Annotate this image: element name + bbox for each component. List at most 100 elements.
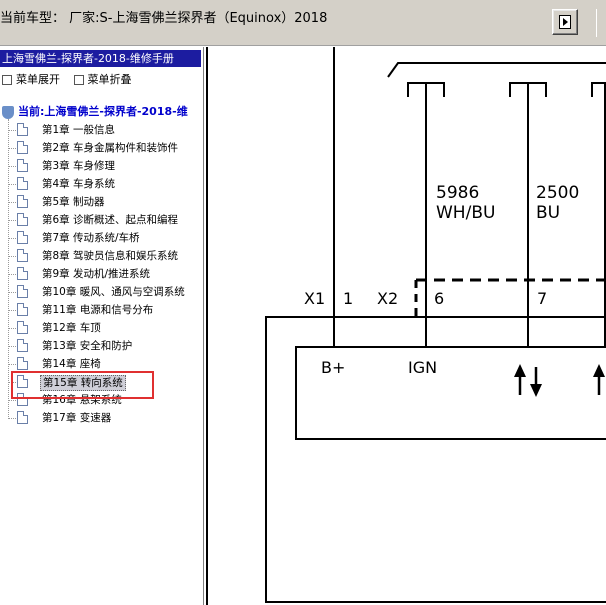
tree-branch-line	[8, 382, 16, 383]
tree-item-chapter-16[interactable]: 第16章 悬架系统	[8, 391, 204, 409]
tree-item-chapter-6[interactable]: 第6章 诊断概述、起点和编程	[8, 211, 204, 229]
document-icon	[17, 303, 28, 316]
document-icon	[17, 177, 28, 190]
connector-bracket-3	[591, 82, 606, 97]
document-icon	[17, 267, 28, 280]
menu-expand-button[interactable]: 菜单展开	[0, 71, 60, 87]
tree-item-chapter-11[interactable]: 第11章 电源和信号分布	[8, 301, 204, 319]
tree-branch-line	[8, 238, 16, 239]
tree-item-chapter-13[interactable]: 第13章 安全和防护	[8, 337, 204, 355]
document-icon	[17, 213, 28, 226]
wire-5986-label: 5986 WH/BU	[436, 183, 495, 223]
wire-2500-label: 2500 BU	[536, 183, 579, 223]
wiring-diagram: 5986 WH/BU 2500 BU X1 1 X2 6 7 B+ IGN	[206, 47, 606, 605]
document-icon	[17, 339, 28, 352]
connector-x2-label: X2	[377, 289, 399, 308]
bookmark-button[interactable]	[552, 9, 578, 35]
expand-icon	[2, 75, 12, 85]
module-inner-box	[295, 346, 606, 440]
tree-item-chapter-15[interactable]: 第15章 转向系统	[8, 373, 204, 391]
tree-item-chapter-2[interactable]: 第2章 车身金属构件和装饰件	[8, 139, 204, 157]
scrollbar-nub[interactable]	[596, 9, 606, 37]
document-icon	[17, 123, 28, 136]
vehicle-title: 当前车型： 厂家:S-上海雪佛兰探界者（Equinox）2018	[0, 11, 328, 26]
bidirectional-arrow-icon	[514, 364, 542, 397]
tree-branch-line	[8, 130, 16, 131]
tree-item-chapter-8[interactable]: 第8章 驾驶员信息和娱乐系统	[8, 247, 204, 265]
tree-item-label: 第9章 发动机/推进系统	[42, 268, 151, 280]
wire-2500-color: BU	[536, 203, 561, 223]
tree-branch-line	[8, 364, 16, 365]
tree-item-label: 第2章 车身金属构件和装饰件	[42, 142, 179, 154]
tree-item-label: 第8章 驾驶员信息和娱乐系统	[42, 250, 179, 262]
document-icon	[17, 411, 28, 424]
wire-5986-color: WH/BU	[436, 203, 496, 223]
panel-header: 上海雪佛兰-探界者-2018-维修手册	[0, 50, 201, 67]
tree-branch-line	[8, 256, 16, 257]
tree-item-label: 第16章 悬架系统	[42, 394, 122, 406]
tree-connector-line	[8, 119, 9, 419]
document-icon	[17, 159, 28, 172]
tree-branch-line	[8, 148, 16, 149]
tree-item-label: 第4章 车身系统	[42, 178, 116, 190]
tree-branch-line	[8, 418, 16, 419]
wire-2500-circuit: 2500	[536, 183, 580, 203]
tree-item-label: 第5章 制动器	[42, 196, 105, 208]
tree-item-chapter-14[interactable]: 第14章 座椅	[8, 355, 204, 373]
wire-5986-circuit: 5986	[436, 183, 480, 203]
bookmark-arrow-icon	[559, 15, 571, 29]
tree-item-label: 第13章 安全和防护	[42, 340, 133, 352]
tree-item-chapter-3[interactable]: 第3章 车身修理	[8, 157, 204, 175]
document-icon	[17, 393, 28, 406]
tree-item-chapter-10[interactable]: 第10章 暖风、通风与空调系统	[8, 283, 204, 301]
tree-item-chapter-1[interactable]: 第1章 一般信息	[8, 121, 204, 139]
tree-branch-line	[8, 184, 16, 185]
tree-branch-line	[8, 292, 16, 293]
document-icon	[17, 357, 28, 370]
tree-item-label: 第11章 电源和信号分布	[42, 304, 154, 316]
tree-branch-line	[8, 400, 16, 401]
tree-root-label: 当前:上海雪佛兰-探界者-2018-维	[18, 105, 188, 118]
pin-6-label: 6	[434, 289, 445, 308]
wiring-diagram-svg	[206, 47, 606, 605]
document-icon	[17, 231, 28, 244]
signal-ign-label: IGN	[408, 358, 438, 377]
tree-item-chapter-17[interactable]: 第17章 变速器	[8, 409, 204, 427]
document-icon	[17, 141, 28, 154]
tree-item-label: 第12章 车顶	[42, 322, 101, 334]
tree-root[interactable]: 当前:上海雪佛兰-探界者-2018-维	[2, 103, 188, 119]
tree-item-label: 第17章 变速器	[42, 412, 112, 424]
document-icon	[17, 285, 28, 298]
tree-item-chapter-9[interactable]: 第9章 发动机/推进系统	[8, 265, 204, 283]
tree-item-label: 第7章 传动系统/车桥	[42, 232, 140, 244]
tree-branch-line	[8, 202, 16, 203]
pin-1-label: 1	[343, 289, 354, 308]
tree-branch-line	[8, 274, 16, 275]
tree-item-label: 第14章 座椅	[42, 358, 101, 370]
menu-collapse-button[interactable]: 菜单折叠	[72, 71, 132, 87]
tree-item-label: 第3章 车身修理	[42, 160, 116, 172]
tree-item-label: 第1章 一般信息	[42, 124, 116, 136]
document-icon	[17, 321, 28, 334]
tree-item-chapter-5[interactable]: 第5章 制动器	[8, 193, 204, 211]
shield-line	[387, 62, 606, 78]
tree-item-label: 第6章 诊断概述、起点和编程	[42, 214, 179, 226]
up-arrow-icon	[593, 364, 605, 395]
connector-x1-label: X1	[304, 289, 326, 308]
tree-item-chapter-4[interactable]: 第4章 车身系统	[8, 175, 204, 193]
tree-item-chapter-12[interactable]: 第12章 车顶	[8, 319, 204, 337]
title-bar: 当前车型： 厂家:S-上海雪佛兰探界者（Equinox）2018	[0, 0, 606, 46]
tree-item-label: 第10章 暖风、通风与空调系统	[42, 286, 185, 298]
menu-toolbar: 菜单展开 菜单折叠	[0, 71, 140, 87]
signal-bplus-label: B+	[321, 358, 346, 377]
tree-item-chapter-7[interactable]: 第7章 传动系统/车桥	[8, 229, 204, 247]
book-icon	[2, 105, 14, 119]
document-icon	[17, 195, 28, 208]
document-icon	[17, 375, 28, 388]
pin-7-label: 7	[537, 289, 548, 308]
tree-branch-line	[8, 328, 16, 329]
tree-branch-line	[8, 220, 16, 221]
tree-branch-line	[8, 310, 16, 311]
collapse-icon	[73, 75, 84, 85]
document-icon	[17, 249, 28, 262]
